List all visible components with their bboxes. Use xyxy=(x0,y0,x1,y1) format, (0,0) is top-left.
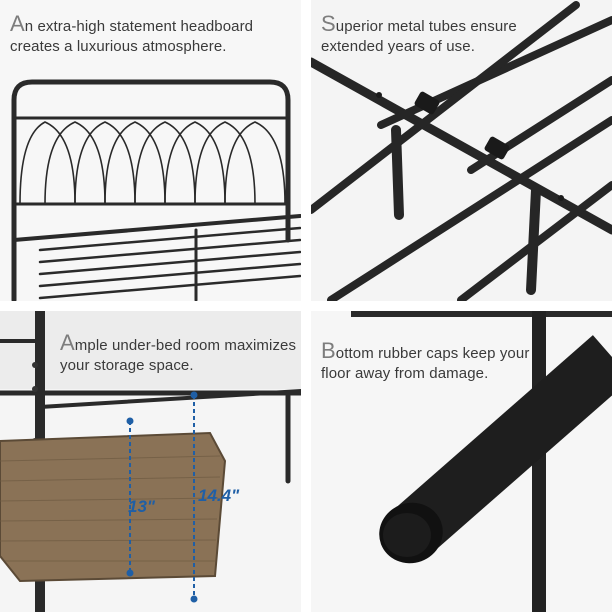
caption-initial: A xyxy=(10,11,25,36)
basket-height-label: 13" xyxy=(128,497,155,516)
caption-initial: A xyxy=(60,330,75,355)
caption-line-1: ottom rubber caps keep your xyxy=(335,345,530,362)
storage-illustration xyxy=(0,311,301,612)
caption-line-1: n extra-high statement headboard xyxy=(24,18,254,35)
caption-line-1: uperior metal tubes ensure xyxy=(335,18,517,35)
caption-line-2: creates a luxurious atmosphere. xyxy=(10,38,227,55)
caption-initial: S xyxy=(321,11,336,36)
metal-tubes-panel: Superior metal tubes ensure extended yea… xyxy=(311,0,612,301)
storage-panel: Ample under-bed room maximizes your stor… xyxy=(0,311,301,612)
metal-tubes-caption: Superior metal tubes ensure extended yea… xyxy=(321,11,517,57)
storage-caption: Ample under-bed room maximizes your stor… xyxy=(60,330,297,376)
caption-line-2: floor away from damage. xyxy=(321,365,489,382)
caption-line-1: mple under-bed room maximizes xyxy=(74,337,297,354)
rubber-caps-illustration xyxy=(311,311,612,612)
headboard-illustration xyxy=(0,0,301,301)
headboard-panel: An extra-high statement headboard create… xyxy=(0,0,301,301)
caption-line-2: extended years of use. xyxy=(321,38,475,55)
rubber-caps-panel: Bottom rubber caps keep your floor away … xyxy=(311,311,612,612)
caption-initial: B xyxy=(321,338,336,363)
rubber-caps-caption: Bottom rubber caps keep your floor away … xyxy=(321,338,530,384)
headboard-caption: An extra-high statement headboard create… xyxy=(10,11,254,57)
caption-line-2: your storage space. xyxy=(60,357,194,374)
clearance-height-label: 14.4" xyxy=(198,486,240,505)
metal-tubes-illustration xyxy=(311,0,612,301)
